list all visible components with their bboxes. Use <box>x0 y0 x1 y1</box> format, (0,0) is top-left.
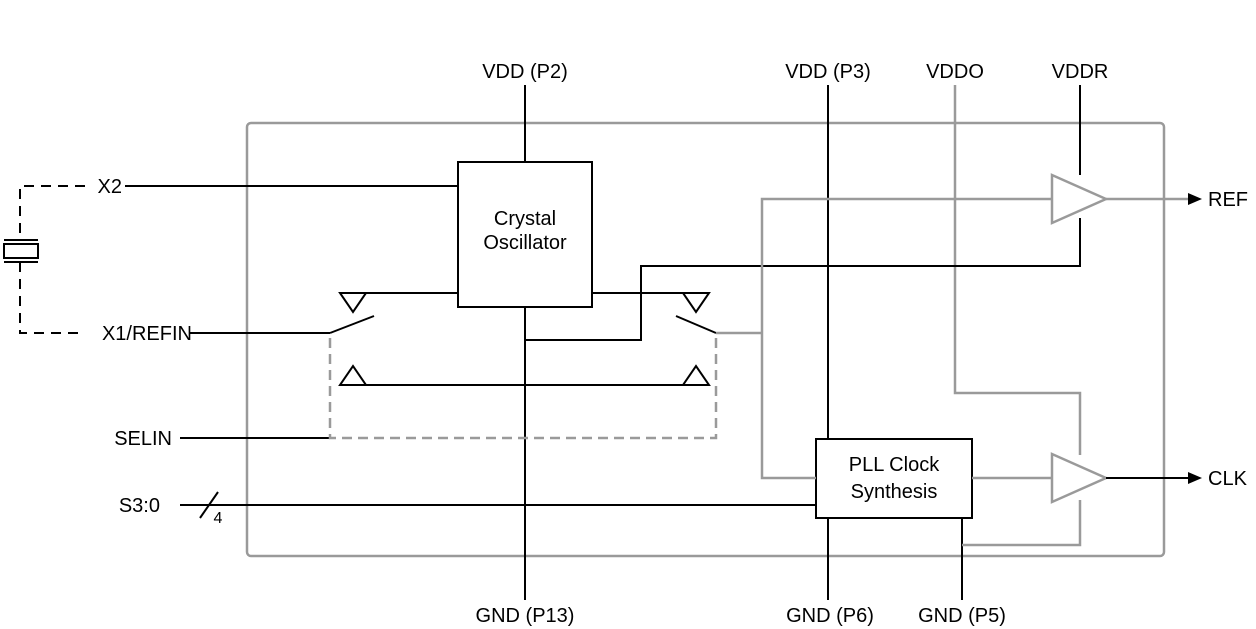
pll-clock-synthesis-block <box>815 438 973 519</box>
gnd-p6-label: GND (P6) <box>786 605 874 627</box>
vdd-p3-label: VDD (P3) <box>785 61 871 83</box>
ref-enable-wire <box>525 218 1081 341</box>
chip-outline <box>245 121 1166 558</box>
x1-refin-label: X1/REFIN <box>102 323 192 345</box>
vddo-wire <box>953 85 1082 455</box>
bus-slash-icon <box>199 491 219 519</box>
gnd-to-clk-buffer <box>962 500 1082 547</box>
mux-to-buffers-wire <box>760 197 1052 480</box>
crystal-lead-bottom <box>19 262 85 334</box>
bus-width-label: 4 <box>214 510 223 527</box>
vdd-p2-label: VDD (P2) <box>482 61 568 83</box>
selin-label: SELIN <box>114 428 172 450</box>
ref-arrow-icon <box>1188 193 1202 205</box>
x2-label: X2 <box>98 176 122 198</box>
gnd-p5-label: GND (P5) <box>918 605 1006 627</box>
right-switch-arm <box>675 315 717 334</box>
crystal-oscillator-block <box>457 161 593 308</box>
crystal-oscillator-label-2: Oscillator <box>483 232 567 254</box>
ref-buffer-icon <box>1050 173 1110 225</box>
right-switch-top-contact-icon <box>681 292 711 314</box>
left-switch-bottom-contact-icon <box>338 364 368 386</box>
clk-arrow-icon <box>1188 472 1202 484</box>
s3-0-label: S3:0 <box>119 495 160 517</box>
pll-label-1: PLL Clock <box>849 454 940 476</box>
gnd-p13-label: GND (P13) <box>476 605 575 627</box>
right-switch-bottom-contact-icon <box>681 364 711 386</box>
crystal-icon <box>3 243 39 259</box>
vddr-label: VDDR <box>1052 61 1109 83</box>
crystal-oscillator-label-1: Crystal <box>494 208 556 230</box>
left-switch-arm <box>329 315 375 334</box>
left-switch-top-contact-icon <box>338 292 368 314</box>
clk-output-label: CLK <box>1208 468 1248 490</box>
crystal-lead-top <box>19 185 85 238</box>
clk-buffer-icon <box>1050 452 1110 504</box>
selin-control-link <box>328 338 718 440</box>
vddo-label: VDDO <box>926 61 984 83</box>
ref-output-label: REF <box>1208 189 1248 211</box>
pll-label-2: Synthesis <box>851 481 938 503</box>
